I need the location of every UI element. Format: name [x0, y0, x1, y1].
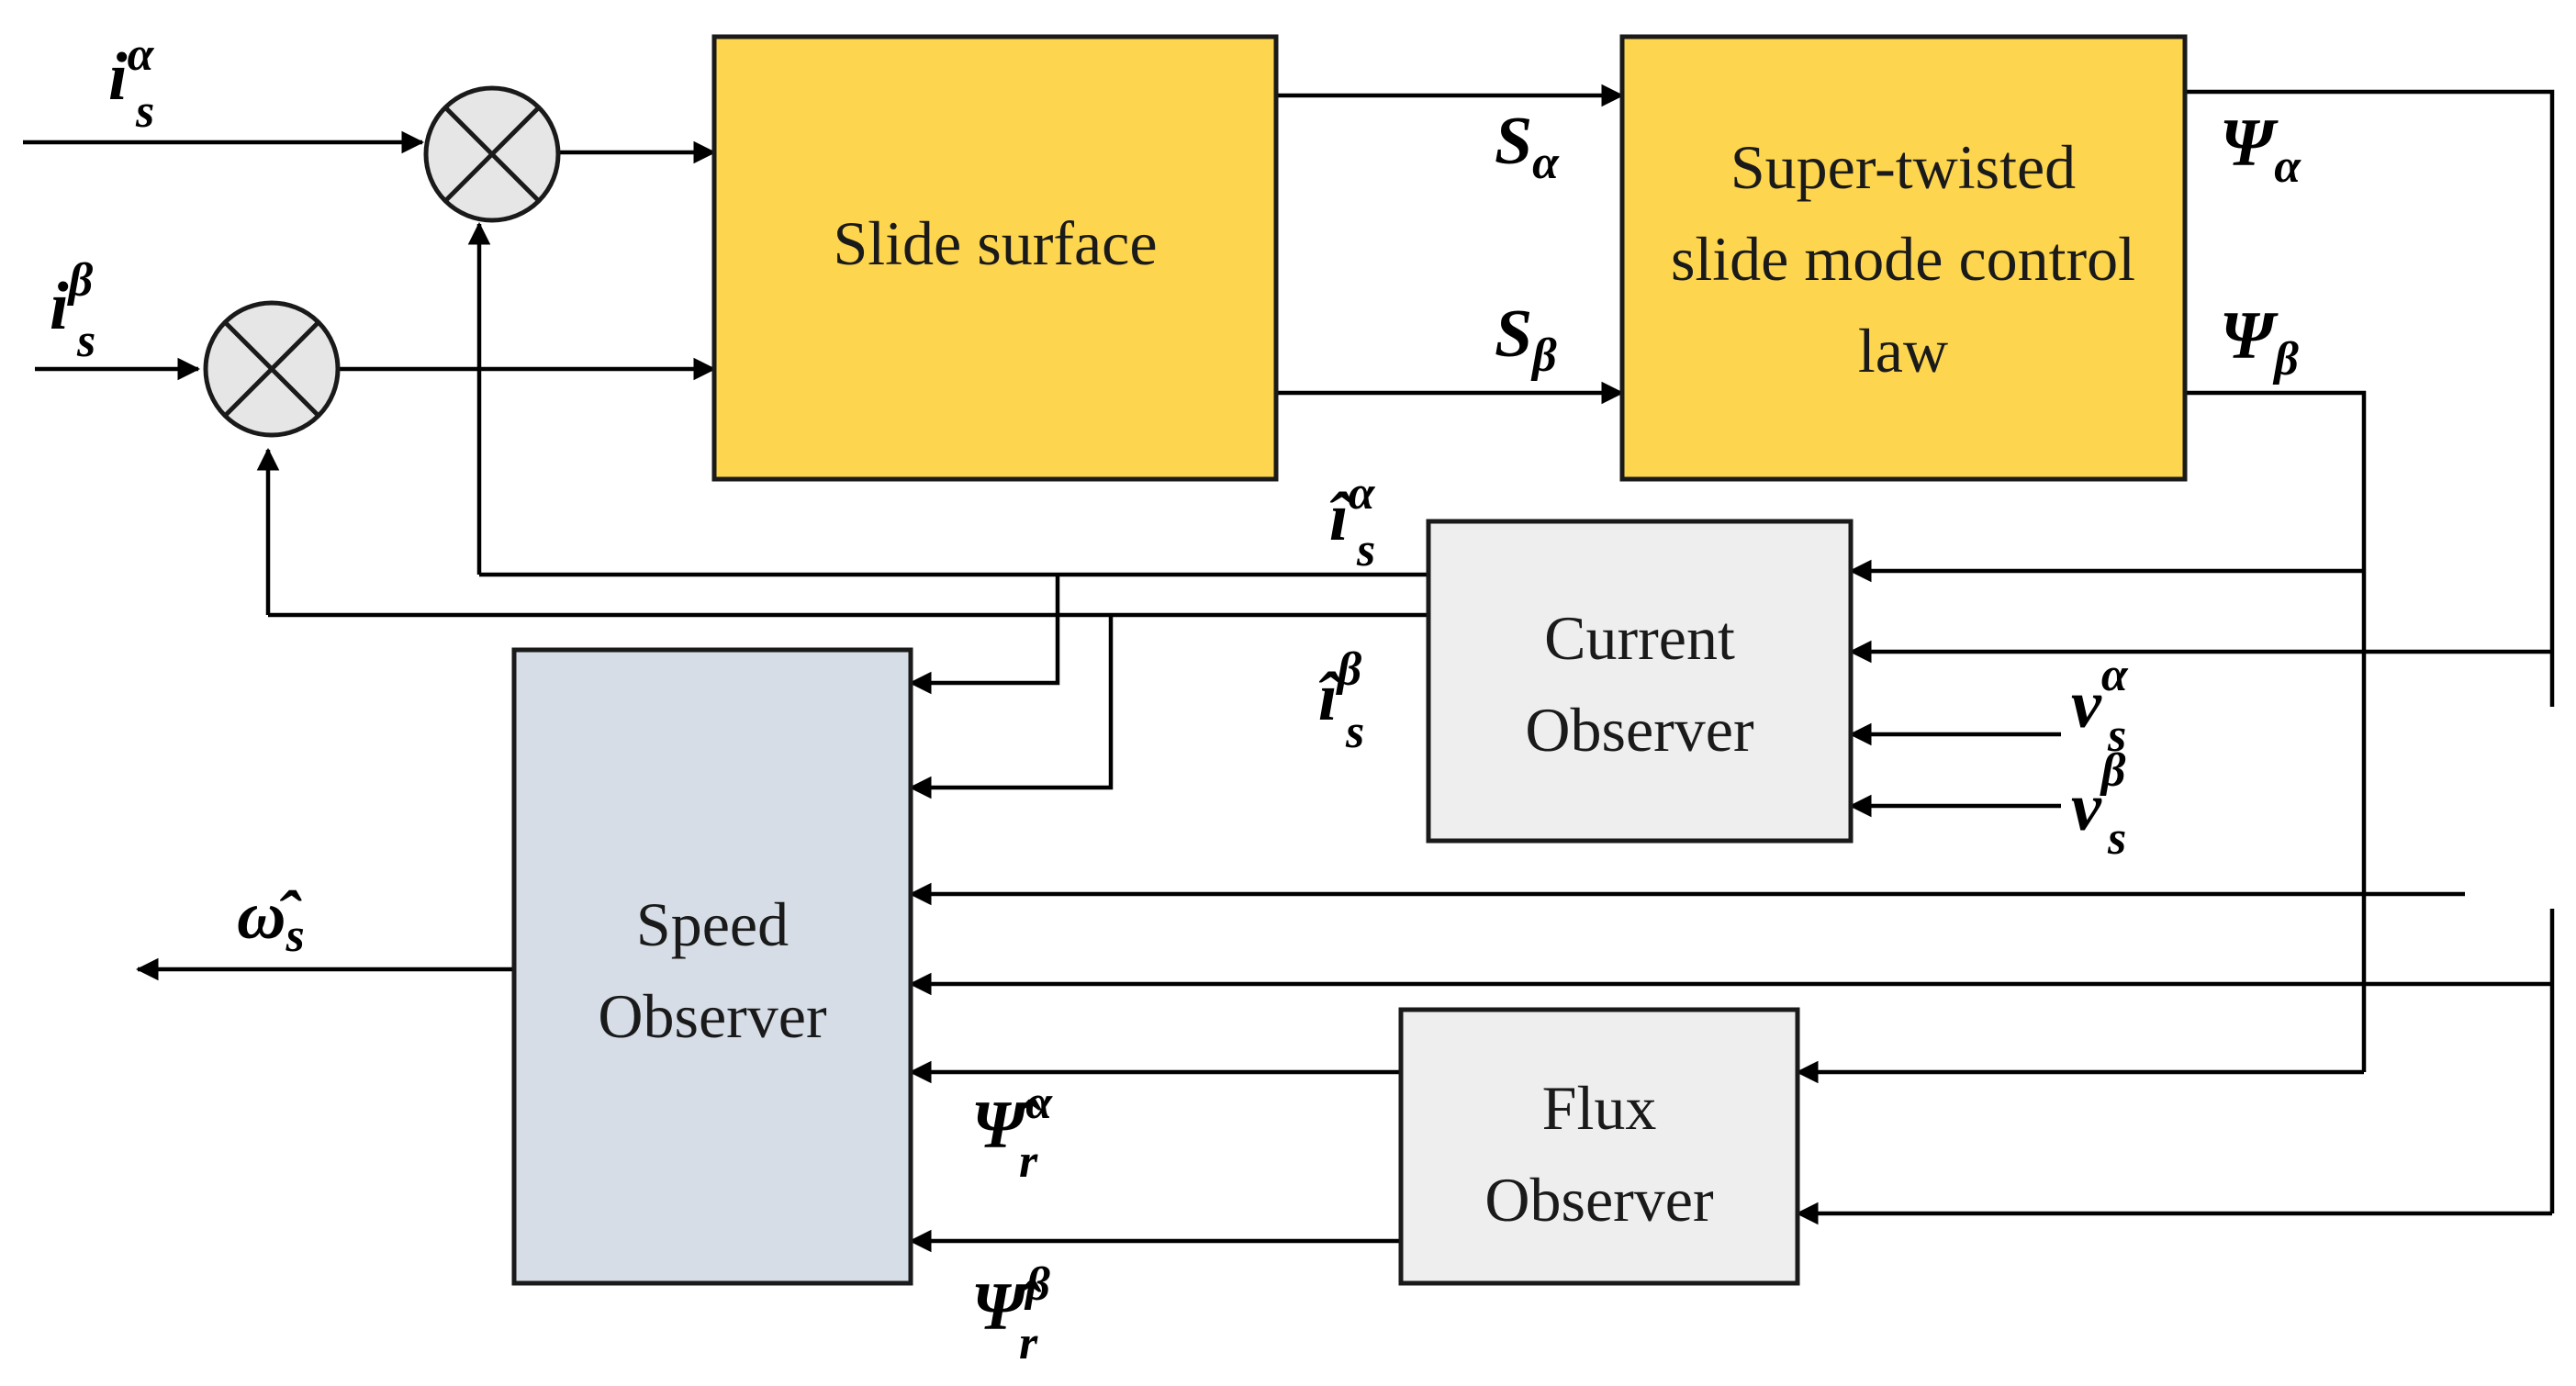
signal-psi-alpha: Ψα — [2220, 106, 2302, 193]
signal-psi-beta: Ψβ — [2220, 298, 2299, 386]
sum-junction-alpha — [423, 85, 561, 223]
flux-observer-block: Flux Observer — [1398, 1007, 1800, 1286]
speed-observer-block: Speed Observer — [511, 647, 913, 1286]
slide-surface-block: Slide surface — [711, 34, 1279, 482]
speed-observer-label-line-1: Speed — [636, 889, 789, 959]
signal-omega-hat-s: ω̂s — [237, 878, 305, 962]
wire-i-hat-alpha-to-speed — [908, 575, 1060, 695]
speed-observer-label-line-2: Observer — [598, 981, 827, 1051]
stsmc-label-line-2: slide mode control — [1671, 224, 2135, 294]
slide-surface-label: Slide surface — [833, 208, 1157, 278]
wire-psi-beta-bus — [2185, 390, 2367, 1072]
signal-s-alpha: Sα — [1495, 104, 1560, 189]
sum-junction-beta — [203, 300, 341, 438]
current-observer-block: Current Observer — [1426, 519, 1854, 844]
current-observer-label-line-2: Observer — [1525, 695, 1754, 765]
stsmc-law-block: Super-twisted slide mode control law — [1619, 34, 2188, 482]
stsmc-label-line-1: Super-twisted — [1730, 132, 2076, 202]
current-observer-label-line-1: Current — [1544, 603, 1735, 673]
flux-observer-label-line-2: Observer — [1484, 1165, 1714, 1235]
wire-i-hat-beta-to-speed — [908, 615, 1114, 799]
wire-psi-alpha-bus — [2185, 89, 2555, 707]
wires — [23, 84, 2555, 1253]
signal-s-beta: Sβ — [1495, 296, 1557, 382]
flux-observer-label-line-1: Flux — [1542, 1073, 1657, 1143]
stsmc-label-line-3: law — [1858, 316, 1948, 386]
